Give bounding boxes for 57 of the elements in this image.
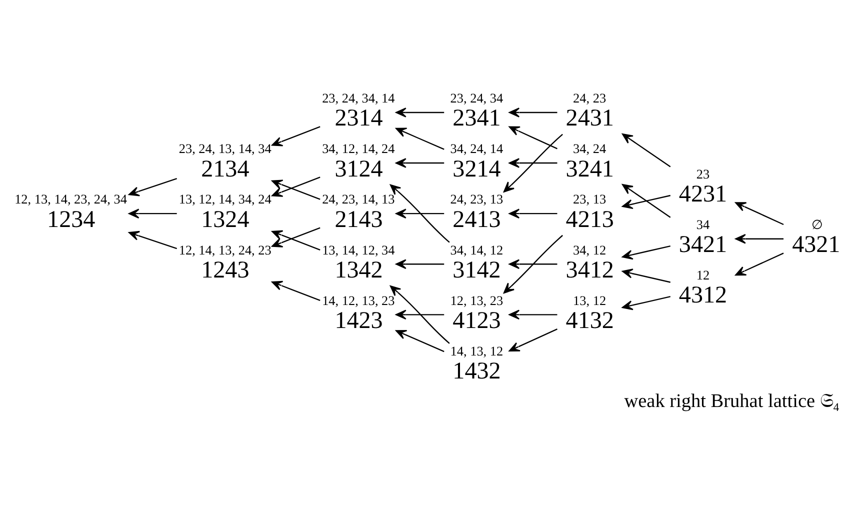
- arrow: [508, 328, 558, 352]
- arrow: [396, 108, 444, 118]
- node-text: 12, 13, 14, 23, 24, 34 1234: [14, 192, 127, 233]
- node-text: 34, 12, 14, 24 3124: [322, 141, 395, 182]
- node-text: 23, 24, 34 2341: [450, 90, 504, 132]
- arrow: [396, 208, 444, 219]
- node-text: 24, 23, 14, 13 2143: [322, 192, 395, 233]
- node-text: ∅ 4321: [792, 216, 840, 258]
- arrow: [735, 252, 784, 276]
- node-text: 34, 24, 14 3214: [450, 141, 504, 182]
- arrow: [508, 158, 558, 168]
- caption: weak right Bruhat lattice 𝔖₄: [624, 391, 840, 412]
- node-text: 23 4231: [678, 166, 728, 208]
- arrow: [622, 268, 670, 283]
- node-text: 23, 24, 34, 14 2314: [322, 90, 395, 132]
- arrow: [622, 245, 670, 260]
- node-text: 13, 12, 14, 34, 24 1324: [178, 192, 272, 233]
- arrow: [390, 184, 450, 243]
- node-text: 24, 23 2431: [566, 90, 614, 132]
- arrow: [735, 202, 784, 226]
- node-text: 12, 14, 13, 24, 23 1243: [178, 242, 272, 284]
- node-text: 23, 24, 13, 14, 34 2134: [178, 141, 272, 182]
- arrow: [396, 158, 444, 168]
- node-text: 12, 13, 23 4123: [450, 292, 504, 334]
- node-text: 13, 12 4132: [566, 292, 614, 334]
- arrow: [272, 280, 320, 302]
- node-text: 12 4312: [678, 268, 728, 309]
- node-text: 14, 13, 12 1432: [450, 343, 504, 384]
- arrow: [503, 234, 563, 294]
- arrow: [622, 184, 671, 218]
- arrow: [396, 330, 444, 352]
- arrow: [390, 285, 450, 344]
- arrow: [508, 208, 558, 219]
- node-text: 34 3421: [678, 216, 728, 258]
- node-text: 34, 24 3241: [566, 141, 614, 182]
- arrow: [396, 128, 444, 150]
- node-text: 23, 13 4213: [566, 192, 614, 233]
- node-text: 24, 23, 13 2413: [450, 192, 504, 233]
- node-text: 14, 12, 13, 23 1423: [322, 292, 395, 334]
- arrow: [128, 230, 178, 250]
- arrow: [508, 259, 558, 270]
- arrow: [503, 134, 563, 192]
- node-text: 34, 12 3412: [566, 242, 614, 284]
- arrow: [272, 126, 320, 146]
- arrow: [396, 259, 444, 270]
- arrow: [396, 310, 444, 320]
- node-text: 13, 14, 12, 34 1342: [322, 242, 395, 284]
- arrow: [622, 133, 671, 168]
- arrow: [508, 126, 558, 150]
- arrow: [622, 194, 670, 210]
- arrow: [128, 178, 178, 196]
- arrow: [622, 296, 670, 310]
- arrow: [128, 208, 177, 219]
- arrow: [735, 234, 784, 244]
- arrow: [508, 108, 558, 118]
- arrow: [508, 310, 558, 320]
- node-text: 34, 14, 12 3142: [450, 242, 504, 284]
